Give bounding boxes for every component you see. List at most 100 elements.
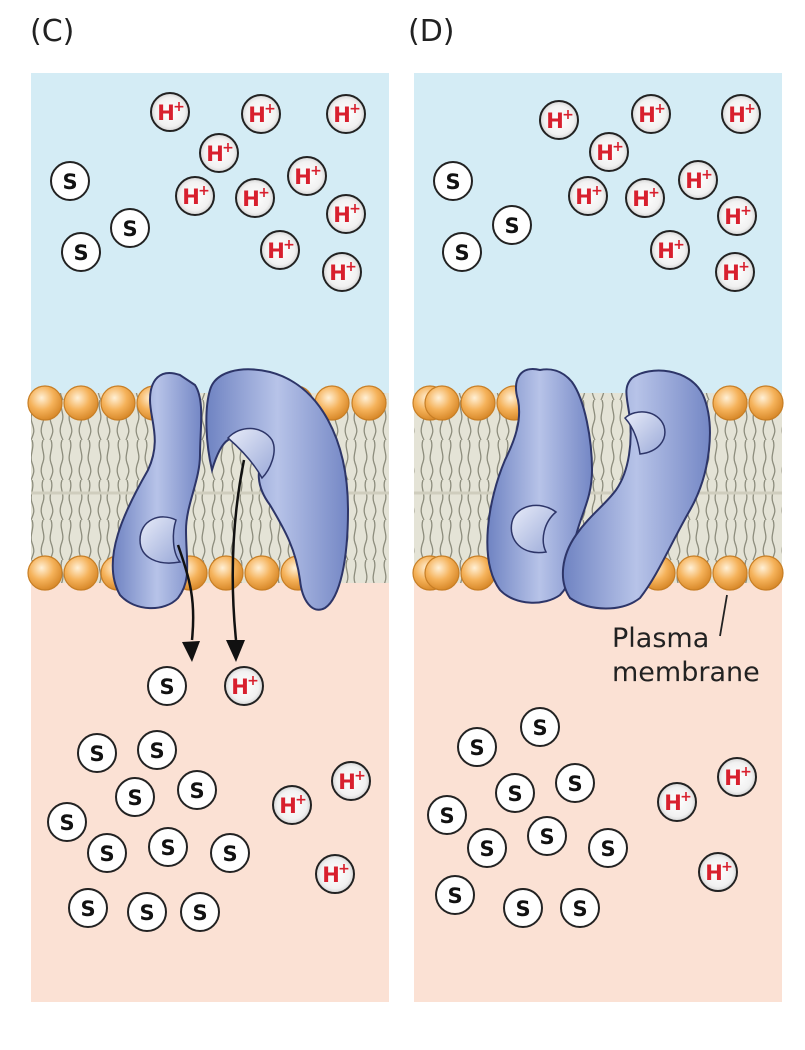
proton-ion: H+ xyxy=(326,94,366,134)
svg-text:S: S xyxy=(139,901,154,925)
solute-ion: S xyxy=(433,161,473,201)
svg-text:+: + xyxy=(740,203,752,219)
svg-text:H: H xyxy=(267,239,285,263)
svg-text:H: H xyxy=(206,142,224,166)
solute-ion: S xyxy=(127,892,167,932)
svg-text:+: + xyxy=(173,99,185,115)
svg-text:+: + xyxy=(310,163,322,179)
svg-text:S: S xyxy=(159,675,174,699)
svg-text:+: + xyxy=(354,768,366,784)
svg-text:H: H xyxy=(294,165,312,189)
svg-text:+: + xyxy=(264,101,276,117)
svg-text:+: + xyxy=(654,101,666,117)
svg-text:H: H xyxy=(657,239,675,263)
solute-ion: S xyxy=(435,875,475,915)
proton-ion: H+ xyxy=(175,176,215,216)
svg-text:+: + xyxy=(612,139,624,155)
svg-text:H: H xyxy=(724,766,742,790)
svg-text:S: S xyxy=(532,716,547,740)
solute-ion: S xyxy=(177,770,217,810)
svg-text:S: S xyxy=(127,786,142,810)
proton-ion: H+ xyxy=(625,178,665,218)
svg-text:H: H xyxy=(329,261,347,285)
solute-ion: S xyxy=(77,733,117,773)
solute-ion: S xyxy=(520,707,560,747)
svg-text:H: H xyxy=(279,794,297,818)
svg-text:H: H xyxy=(338,770,356,794)
svg-text:S: S xyxy=(507,782,522,806)
svg-text:+: + xyxy=(258,185,270,201)
svg-text:H: H xyxy=(575,185,593,209)
extracellular-space-d xyxy=(414,73,782,393)
solute-ion: S xyxy=(50,161,90,201)
proton-ion: H+ xyxy=(322,252,362,292)
svg-text:S: S xyxy=(454,241,469,265)
svg-text:+: + xyxy=(247,673,259,689)
svg-text:+: + xyxy=(349,101,361,117)
svg-text:S: S xyxy=(160,836,175,860)
proton-ion: H+ xyxy=(717,757,757,797)
phospholipid-head xyxy=(63,385,99,421)
svg-text:H: H xyxy=(546,109,564,133)
svg-text:+: + xyxy=(648,185,660,201)
svg-text:+: + xyxy=(562,107,574,123)
svg-text:H: H xyxy=(322,863,340,887)
phospholipid-head xyxy=(63,555,99,591)
svg-text:S: S xyxy=(222,842,237,866)
svg-text:S: S xyxy=(447,884,462,908)
membrane-label-leader xyxy=(719,594,728,637)
proton-ion: H+ xyxy=(287,156,327,196)
svg-text:+: + xyxy=(283,237,295,253)
svg-text:H: H xyxy=(728,103,746,127)
svg-text:+: + xyxy=(738,259,750,275)
svg-text:+: + xyxy=(673,237,685,253)
svg-text:S: S xyxy=(122,217,137,241)
phospholipid-head xyxy=(748,385,784,421)
svg-text:+: + xyxy=(740,764,752,780)
panel-label-c: (C) xyxy=(30,14,75,49)
svg-text:S: S xyxy=(62,170,77,194)
svg-text:H: H xyxy=(157,101,175,125)
solute-ion: S xyxy=(527,816,567,856)
proton-ion: H+ xyxy=(657,782,697,822)
proton-ion: H+ xyxy=(331,761,371,801)
proton-ion: H+ xyxy=(235,178,275,218)
proton-ion: H+ xyxy=(631,94,671,134)
svg-text:S: S xyxy=(73,241,88,265)
phospholipid-head xyxy=(460,385,496,421)
solute-ion: S xyxy=(560,888,600,928)
svg-text:H: H xyxy=(722,261,740,285)
svg-text:S: S xyxy=(572,897,587,921)
proton-ion: H+ xyxy=(272,785,312,825)
svg-text:+: + xyxy=(744,101,756,117)
svg-text:S: S xyxy=(439,804,454,828)
solute-ion: S xyxy=(137,730,177,770)
phospholipid-head xyxy=(100,385,136,421)
svg-text:+: + xyxy=(295,792,307,808)
svg-text:H: H xyxy=(705,861,723,885)
svg-text:+: + xyxy=(338,861,350,877)
proton-ion: H+ xyxy=(326,194,366,234)
solute-ion: S xyxy=(115,777,155,817)
solute-ion: S xyxy=(210,833,250,873)
svg-text:+: + xyxy=(680,789,692,805)
svg-text:H: H xyxy=(333,103,351,127)
proton-ion: H+ xyxy=(150,92,190,132)
solute-ion: S xyxy=(427,795,467,835)
proton-ion: H+ xyxy=(568,176,608,216)
phospholipid-head xyxy=(748,555,784,591)
svg-text:S: S xyxy=(89,742,104,766)
svg-text:S: S xyxy=(567,772,582,796)
svg-text:H: H xyxy=(685,169,703,193)
phospholipid-head xyxy=(351,385,387,421)
proton-ion: H+ xyxy=(241,94,281,134)
proton-ion: H+ xyxy=(199,133,239,173)
proton-ion: H+ xyxy=(715,252,755,292)
svg-text:S: S xyxy=(189,779,204,803)
proton-ion: H+ xyxy=(260,230,300,270)
svg-text:+: + xyxy=(222,140,234,156)
solute-ion: S xyxy=(47,802,87,842)
